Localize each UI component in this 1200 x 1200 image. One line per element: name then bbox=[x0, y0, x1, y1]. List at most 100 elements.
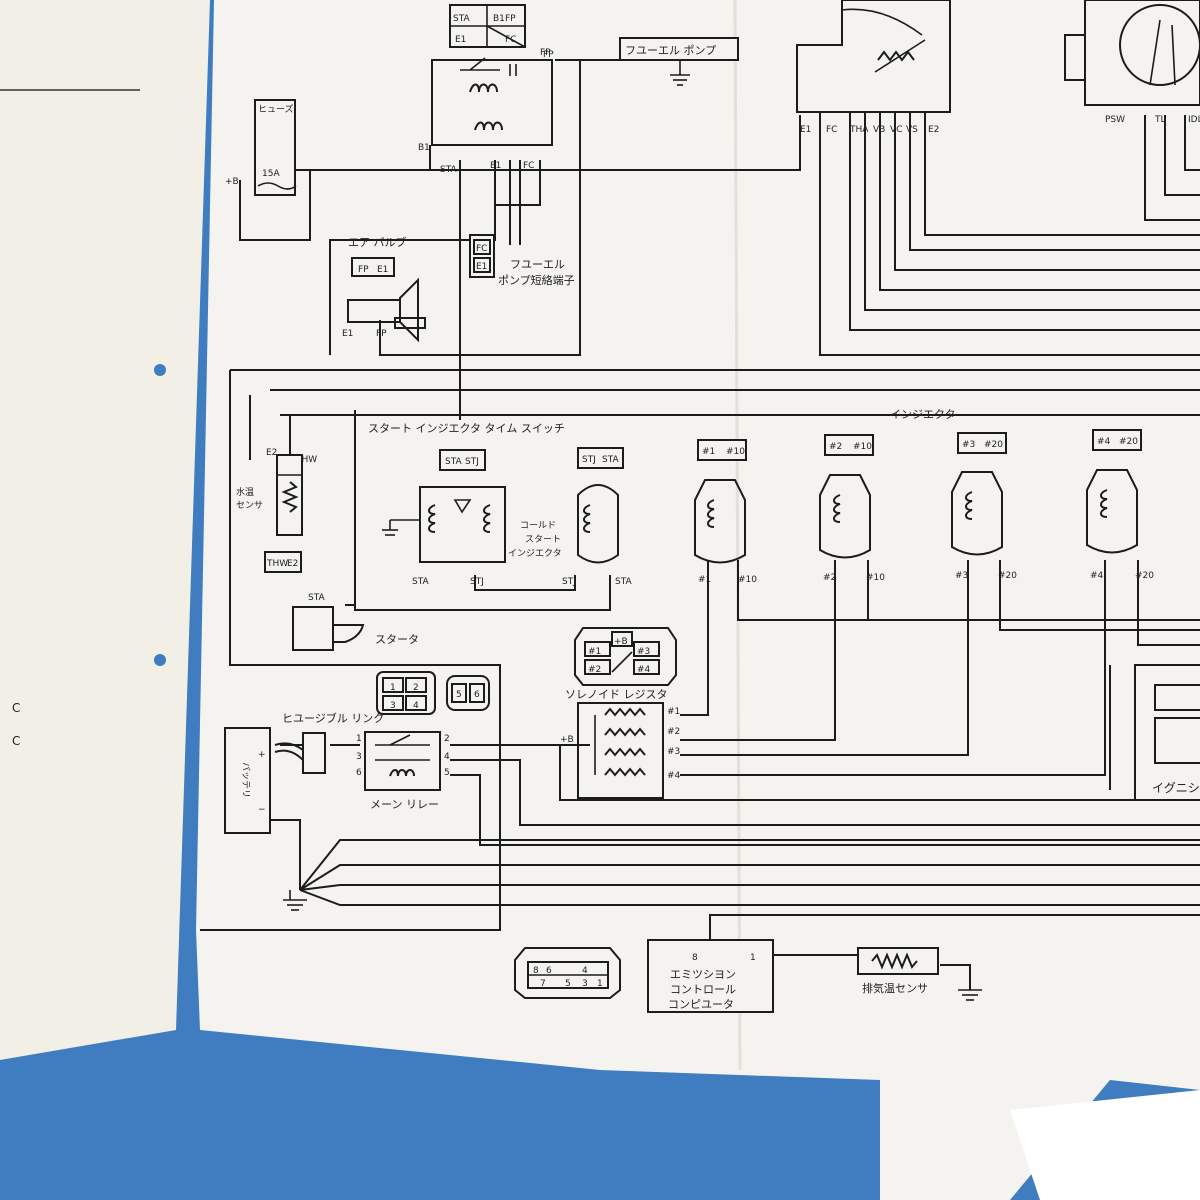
ignition-unit: イグニシ bbox=[1134, 664, 1200, 801]
air-valve-label: エア バルブ bbox=[348, 235, 407, 249]
inj4-conn-b: #20 bbox=[1119, 437, 1138, 447]
sr-out-1: #1 bbox=[667, 707, 680, 717]
csi-conn-stj: STJ bbox=[582, 455, 596, 465]
short-label-2: ポンプ短絡端子 bbox=[498, 273, 575, 287]
cold-start-injector: STJ STA コールド スタート インジエクタ STJ STA bbox=[508, 447, 633, 587]
inj3-conn-b: #20 bbox=[984, 440, 1003, 450]
csi-label-3: インジエクタ bbox=[508, 548, 562, 559]
relay-pin-sta: STA bbox=[453, 14, 471, 24]
starter: STA スタータ bbox=[292, 593, 419, 651]
relay-pin-fp: FP bbox=[505, 14, 516, 24]
short-label-1: フユーエル bbox=[510, 258, 565, 271]
sr-out-3: #3 bbox=[667, 747, 680, 757]
injectors-label: インジエクタ bbox=[890, 408, 956, 421]
csi-conn-sta: STA bbox=[602, 455, 620, 465]
exhaust-temp-sensor: 排気温センサ bbox=[857, 947, 982, 1001]
fuse-label: ヒューズ bbox=[258, 103, 294, 115]
inj2-conn-a: #2 bbox=[829, 442, 842, 452]
starter-label: スタータ bbox=[375, 633, 419, 646]
wts-label-2: センサ bbox=[236, 500, 263, 511]
air-flow-meter: E1 FC THA VB VC VS E2 bbox=[796, 0, 951, 135]
circuit-opening-relay: STA B1 FP E1 FC B1 FP STA E1 FC bbox=[418, 4, 553, 175]
stis-label: スタート インジエクタ タイム スイッチ bbox=[368, 422, 565, 435]
battery-minus: − bbox=[258, 805, 266, 815]
inj1-term-b: #10 bbox=[738, 575, 757, 585]
mr-right-5: 5 bbox=[444, 768, 450, 778]
inj2-term-b: #10 bbox=[866, 573, 885, 583]
inj3-term-a: #3 bbox=[955, 571, 968, 581]
inj3-term-b: #20 bbox=[998, 571, 1017, 581]
air-valve-term-e1: E1 bbox=[342, 329, 353, 339]
mr-left-3: 3 bbox=[356, 752, 362, 762]
bc-pin-1: 1 bbox=[597, 979, 603, 989]
relay-bottom-e1: E1 bbox=[490, 161, 501, 171]
injectors: インジエクタ #1 #10 #1 #10 #2 #10 #2 #10 #3 #2… bbox=[694, 408, 1154, 585]
sr-conn-4: #4 bbox=[637, 665, 651, 675]
inj2-conn-b: #10 bbox=[853, 442, 872, 452]
wires bbox=[200, 59, 1200, 990]
rc-pin-1: 1 bbox=[390, 683, 396, 693]
ecc-label-1: エミツシヨン bbox=[670, 968, 736, 981]
afm-term-e2: E2 bbox=[928, 125, 939, 135]
rcb-pin-6: 6 bbox=[474, 690, 480, 700]
csi-term-sta: STA bbox=[615, 577, 633, 587]
tps-term-tl: TL bbox=[1154, 115, 1166, 125]
throttle-position-switch: PSW TL IDL bbox=[1064, 0, 1200, 125]
fuse-rating: 15A bbox=[262, 169, 280, 179]
inj3-conn-a: #3 bbox=[962, 440, 975, 450]
bc-pin-5: 5 bbox=[565, 979, 571, 989]
inj1-conn-b: #10 bbox=[726, 447, 745, 457]
afm-term-fc: FC bbox=[826, 125, 837, 135]
bc-pin-3: 3 bbox=[582, 979, 588, 989]
white-paper-corner bbox=[1010, 1090, 1200, 1200]
emission-control-computer: 8 1 エミツシヨン コントロール コンピユータ bbox=[647, 939, 774, 1013]
relay-bottom-sta: STA bbox=[440, 165, 458, 175]
rcb-pin-5: 5 bbox=[456, 690, 462, 700]
sr-out-4: #4 bbox=[667, 771, 681, 781]
afm-term-vb: VB bbox=[873, 125, 885, 135]
relay-bottom-fc: FC bbox=[523, 161, 534, 171]
stis-term-sta: STA bbox=[412, 577, 430, 587]
afm-term-vc: VC bbox=[890, 125, 902, 135]
relay-right-pin: FP bbox=[540, 48, 551, 58]
mr-right-2: 2 bbox=[444, 734, 450, 744]
relay-left-pin: B1 bbox=[418, 143, 430, 153]
injector-3: #3 #20 #3 #20 bbox=[951, 432, 1017, 581]
csi-label-1: コールド bbox=[520, 521, 556, 531]
inj4-conn-a: #4 bbox=[1097, 437, 1111, 447]
stis-conn-sta: STA bbox=[445, 457, 463, 467]
fusible-link: ヒユージブル リンク bbox=[274, 711, 384, 774]
ecc-pin-8: 8 bbox=[692, 953, 698, 963]
sr-conn-1: #1 bbox=[588, 647, 601, 657]
inj4-term-b: #20 bbox=[1135, 571, 1154, 581]
rc-pin-4: 4 bbox=[413, 701, 419, 711]
mr-right-4: 4 bbox=[444, 752, 450, 762]
fuel-pump-terminal: FP bbox=[543, 50, 554, 60]
wts-label-1: 水温 bbox=[236, 486, 254, 498]
fuel-pump-short-terminal: FC E1 フユーエル ポンプ短絡端子 bbox=[469, 234, 575, 287]
battery: + − バッテリ bbox=[224, 727, 307, 911]
rc-pin-3: 3 bbox=[390, 701, 396, 711]
mr-left-1: 1 bbox=[356, 734, 362, 744]
injector-1: #1 #10 #1 #10 bbox=[694, 439, 757, 585]
left-page bbox=[0, 0, 210, 1060]
diagram-sheet bbox=[196, 0, 1200, 1200]
fusible-link-label: ヒユージブル リンク bbox=[282, 711, 384, 725]
inj1-conn-a: #1 bbox=[702, 447, 715, 457]
short-pin-e1: E1 bbox=[476, 262, 487, 272]
csi-term-stj: STJ bbox=[562, 577, 576, 587]
ignition-label: イグニシ bbox=[1152, 781, 1200, 795]
wts-term-e2: E2 bbox=[266, 448, 277, 458]
exhaust-temp-label: 排気温センサ bbox=[862, 981, 928, 995]
csi-label-2: スタート bbox=[525, 534, 561, 545]
ecc-label-3: コンピユータ bbox=[668, 998, 734, 1011]
relay-connector: 1 2 3 4 bbox=[376, 671, 436, 715]
afm-term-tha: THA bbox=[849, 125, 869, 135]
start-injector-time-switch: スタート インジエクタ タイム スイッチ STA STJ STA STJ bbox=[368, 422, 565, 587]
afm-term-e1: E1 bbox=[800, 125, 811, 135]
short-pin-fc: FC bbox=[476, 244, 487, 254]
main-relay-label: メーン リレー bbox=[370, 798, 439, 811]
wts-conn-e2: E2 bbox=[287, 559, 298, 569]
injector-2: #2 #10 #2 #10 bbox=[819, 434, 885, 583]
